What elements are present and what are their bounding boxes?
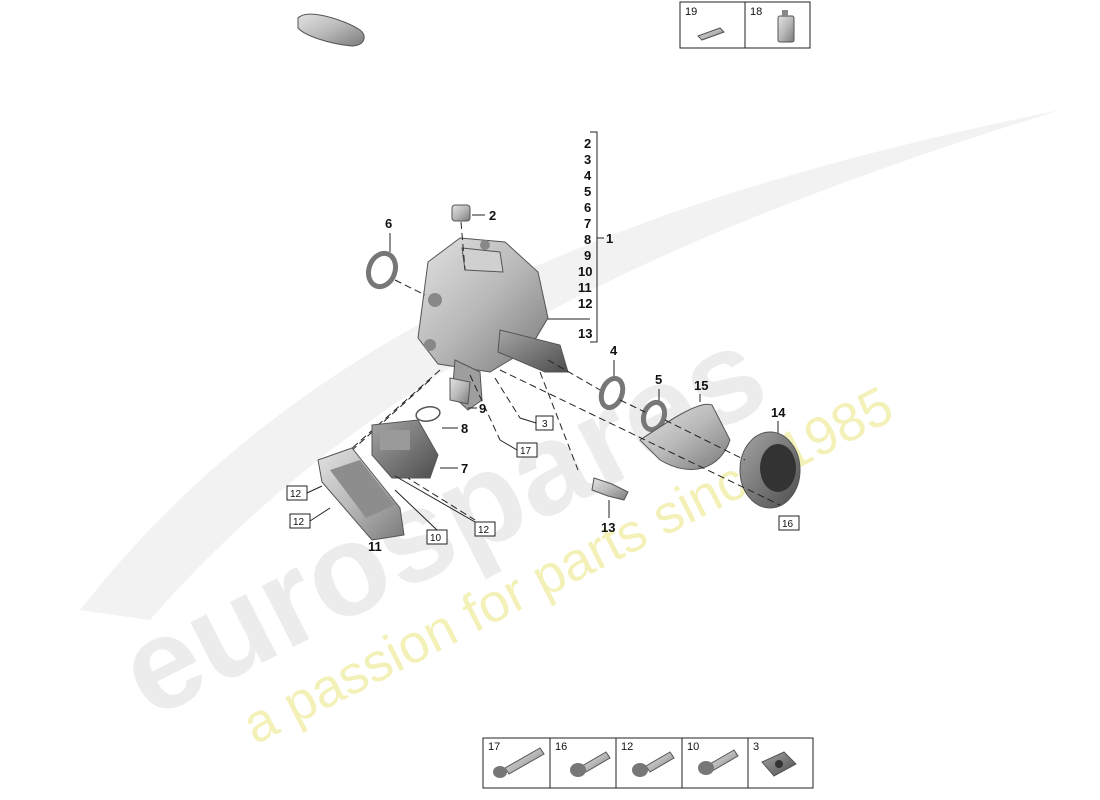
callout-15: 15 <box>694 378 708 393</box>
boxed-ref-12-lower: 12 <box>289 507 331 529</box>
callout-7: 7 <box>461 461 468 476</box>
bracket-item-13: 13 <box>578 326 592 341</box>
bolt-17-icon <box>493 747 545 778</box>
bolt-10-icon <box>698 749 739 775</box>
callout-9: 9 <box>479 401 486 416</box>
sensor-part-13: 13 <box>591 477 629 535</box>
boxed-reference-labels: 3 17 12 12 12 10 16 <box>286 415 800 545</box>
bracket-item-4: 4 <box>584 168 592 183</box>
callout-11: 11 <box>368 539 382 554</box>
svg-text:3: 3 <box>542 419 548 430</box>
callout-2: 2 <box>489 208 496 223</box>
bottom-panel-item-16: 16 <box>555 741 567 753</box>
elbow-part-9: 9 <box>449 377 486 416</box>
bolt-12-icon <box>632 751 675 777</box>
bracket-item-5: 5 <box>584 184 591 199</box>
o-ring-part-8: 8 <box>415 406 468 436</box>
grease-tube-icon <box>697 27 725 41</box>
boxed-ref-12-right: 12 <box>394 475 496 537</box>
watermark: eurospares a passion for parts since 198… <box>80 110 1060 756</box>
callout-8: 8 <box>461 421 468 436</box>
boxed-ref-3: 3 <box>519 415 554 431</box>
bracket-item-3: 3 <box>584 152 591 167</box>
svg-text:10: 10 <box>430 533 442 544</box>
bracket-parent-1: 1 <box>606 231 613 246</box>
bracket-group-list: 2 3 4 5 6 7 8 9 10 11 12 13 1 <box>545 131 613 343</box>
callout-13: 13 <box>601 520 615 535</box>
watermark-swoosh <box>80 110 1060 620</box>
bottom-panel-item-3: 3 <box>753 741 759 753</box>
svg-text:12: 12 <box>478 525 490 536</box>
callout-5: 5 <box>655 372 662 387</box>
bracket-item-11: 11 <box>578 280 592 295</box>
svg-text:12: 12 <box>293 517 305 528</box>
nut-3-icon <box>761 751 797 777</box>
svg-text:17: 17 <box>520 446 532 457</box>
bracket-item-8: 8 <box>584 232 591 247</box>
bracket-item-9: 9 <box>584 248 591 263</box>
bracket-item-12: 12 <box>578 296 592 311</box>
boxed-ref-16: 16 <box>778 515 800 531</box>
bottom-panel-item-10: 10 <box>687 741 699 753</box>
boxed-ref-12-upper: 12 <box>286 485 323 501</box>
seal-ring-part-6: 6 <box>365 216 426 296</box>
boxed-ref-10: 10 <box>394 489 448 545</box>
top-panel-item-19: 19 <box>685 6 697 18</box>
coupling-part-14: 14 <box>739 405 801 509</box>
heat-shield-part-15: 15 <box>639 378 731 470</box>
control-unit-part-11: 11 <box>317 447 405 554</box>
svg-text:12: 12 <box>290 489 302 500</box>
boxed-ref-17: 17 <box>499 439 538 458</box>
bracket-item-10: 10 <box>578 264 592 279</box>
callout-4: 4 <box>610 343 618 358</box>
bottom-hardware-panel: 17 16 12 10 3 <box>482 737 814 789</box>
oil-plug-part-2: 2 <box>451 204 496 271</box>
bracket-item-7: 7 <box>584 216 591 231</box>
callout-6: 6 <box>385 216 392 231</box>
seal-ring-part-4: 4 <box>598 343 626 411</box>
bracket-item-6: 6 <box>584 200 591 215</box>
bottom-panel-item-12: 12 <box>621 741 633 753</box>
callout-14: 14 <box>771 405 786 420</box>
sealant-cap <box>297 13 365 47</box>
top-panel-item-18: 18 <box>750 6 762 18</box>
bottom-panel-item-17: 17 <box>488 741 500 753</box>
bracket-item-2: 2 <box>584 136 591 151</box>
svg-text:16: 16 <box>782 519 794 530</box>
bolt-16-icon <box>570 751 611 777</box>
seal-ring-part-5: 5 <box>640 372 668 433</box>
actuator-part-7: 7 <box>371 419 468 479</box>
top-accessory-panel: 19 18 <box>679 1 811 49</box>
oil-bottle-icon <box>777 10 795 43</box>
